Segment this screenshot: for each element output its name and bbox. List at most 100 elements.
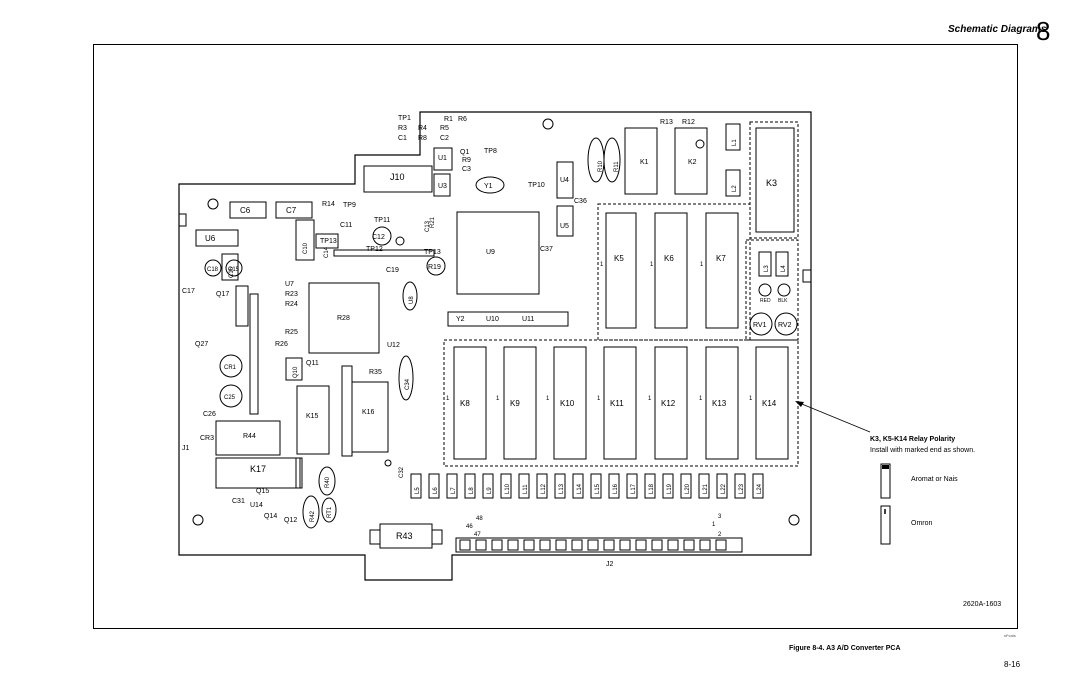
label-k2: K2 xyxy=(688,159,697,166)
label-r25: R24 xyxy=(285,301,298,308)
label-c17: C16 xyxy=(229,266,235,278)
label-l7: L7 xyxy=(451,487,457,494)
label-k17: K16 xyxy=(362,409,375,416)
relay-region-upper xyxy=(597,203,751,341)
relay-k2 xyxy=(674,127,708,195)
label-k1: K1 xyxy=(640,159,649,166)
label-l13: L13 xyxy=(559,483,565,494)
label-l20: L20 xyxy=(685,483,691,494)
label-tp8: TP8 xyxy=(484,148,497,155)
label-c14: TP13 xyxy=(320,238,337,245)
label-k13: K13 xyxy=(712,399,727,408)
legend-label-aromat: Aromat or Nais xyxy=(911,476,958,483)
pin-mark-1: 1 xyxy=(650,262,654,268)
label-k12: K12 xyxy=(661,399,676,408)
label-l21: L21 xyxy=(703,483,709,494)
pin-mark-46: 46 xyxy=(466,524,473,530)
file-tag: sf*cais xyxy=(1004,633,1016,638)
label-j1: J2 xyxy=(606,561,614,568)
pin-mark-1: 1 xyxy=(648,396,652,402)
board-outline xyxy=(178,111,812,581)
label-tp10: TP10 xyxy=(528,182,545,189)
figure-frame xyxy=(93,44,1018,629)
label-k16: K15 xyxy=(306,413,319,420)
mount-hole xyxy=(207,198,219,210)
label-r11: R11 xyxy=(614,161,620,172)
label-r13: R13 xyxy=(660,119,673,126)
label-u1: U1 xyxy=(438,155,447,162)
label-l23: L23 xyxy=(739,483,745,494)
label-r5: R5 xyxy=(440,125,449,132)
mount-hole xyxy=(788,514,800,526)
label-blk: BLK xyxy=(778,298,788,304)
relay-k6 xyxy=(654,212,688,329)
mount-hole xyxy=(395,236,405,246)
pin-marks: 1 1 1 1 1 1 1 1 1 1 1 2 3 46 47 48 xyxy=(446,262,753,538)
label-c26: C25 xyxy=(224,395,236,401)
inductor-bodies xyxy=(410,473,764,499)
label-q27: R35 xyxy=(369,369,382,376)
label-j10: J10 xyxy=(390,172,405,182)
label-l4: L4 xyxy=(781,265,787,272)
inductor-labels: L5 L6 L7 L8 L9 L10 L11 L12 L13 L14 L15 L… xyxy=(415,483,763,494)
label-u6: U6 xyxy=(205,234,216,243)
label-k3: K3 xyxy=(766,178,777,188)
label-l1: L1 xyxy=(732,139,738,146)
label-c31: K17 xyxy=(250,464,266,474)
label-r28: R26 xyxy=(275,341,288,348)
label-c7: C7 xyxy=(286,206,297,215)
label-r14: R14 xyxy=(322,201,335,208)
label-r24: R23 xyxy=(285,291,298,298)
relay-k7 xyxy=(705,212,739,329)
label-q14: Q15 xyxy=(256,488,269,495)
label-c32: R42 xyxy=(310,510,316,522)
pin-mark-47: 47 xyxy=(474,532,481,538)
label-l15: L15 xyxy=(595,483,601,494)
label-l5: L5 xyxy=(415,487,421,494)
note-arrow xyxy=(796,401,871,433)
label-k8: K8 xyxy=(460,399,470,408)
label-k6: K6 xyxy=(664,254,674,263)
label-rv2: RV2 xyxy=(778,322,792,329)
label-c19: R19 xyxy=(428,264,441,271)
label-c37: C37 xyxy=(540,246,553,253)
polarity-note-body: Install with marked end as shown. xyxy=(870,447,976,454)
label-r8: R8 xyxy=(418,135,427,142)
label-l22: L22 xyxy=(721,483,727,494)
label-l3: L3 xyxy=(764,265,770,272)
label-l8: L8 xyxy=(469,487,475,494)
label-u11: U10 xyxy=(486,316,499,323)
label-y2: U8 xyxy=(409,296,415,304)
pin-mark-1: 1 xyxy=(600,262,604,268)
label-l12: L12 xyxy=(541,483,547,494)
relay-k3 xyxy=(755,127,795,233)
label-r4: R4 xyxy=(418,125,427,132)
label-u3: U3 xyxy=(438,183,447,190)
label-k11: K11 xyxy=(610,399,624,408)
label-u10: Y2 xyxy=(456,316,465,323)
label-l19: L19 xyxy=(667,483,673,494)
label-q15: U14 xyxy=(250,502,263,509)
label-tp12: TP12 xyxy=(366,246,383,253)
pin-mark-1: 1 xyxy=(496,396,500,402)
label-r42: RT1 xyxy=(327,506,333,518)
pin-mark-1: 1 xyxy=(546,396,550,402)
legend-omron-symbol xyxy=(880,505,891,545)
relay-k1 xyxy=(624,127,658,195)
label-r6: R6 xyxy=(458,116,467,123)
label-r19: R21 xyxy=(430,216,436,228)
label-u5: U5 xyxy=(560,223,569,230)
label-c25: CR1 xyxy=(224,365,237,371)
label-cr1: Q27 xyxy=(195,341,208,348)
drawing-number: 2620A-1603 xyxy=(963,601,1002,608)
pin-mark-1: 1 xyxy=(597,396,601,402)
label-tp13: TP13 xyxy=(424,249,441,256)
pin-mark-48: 48 xyxy=(476,516,483,522)
label-cr3: J1 xyxy=(182,445,190,452)
label-r43: C32 xyxy=(399,466,405,478)
label-u9: U9 xyxy=(486,249,495,256)
label-c15: C18 xyxy=(207,267,219,273)
label-l6: L6 xyxy=(433,487,439,494)
polarity-note-title: K3, K5-K14 Relay Polarity xyxy=(870,436,956,443)
